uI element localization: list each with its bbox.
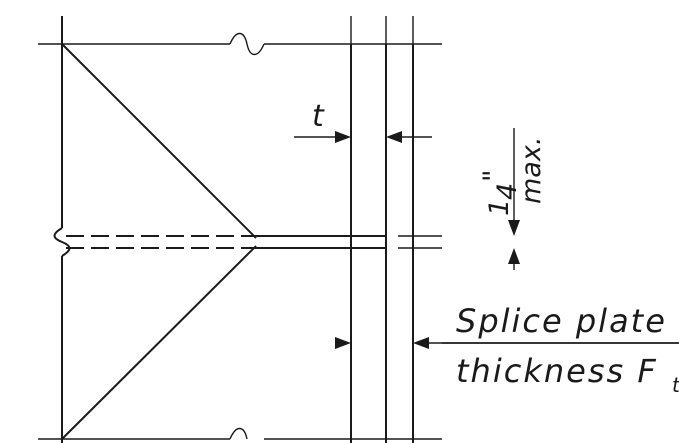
bevel-lines bbox=[61, 43, 257, 440]
gap-numerator-label: 1 bbox=[484, 199, 515, 216]
splice-plate bbox=[350, 16, 414, 443]
note-line-1: Splice plate bbox=[456, 302, 667, 340]
thickness-symbol-label: t bbox=[312, 99, 325, 134]
gap-denominator-label: 4 bbox=[492, 183, 523, 200]
note-subscript: t bbox=[672, 373, 679, 397]
splice-plate-note: Splice plate thickness F t bbox=[456, 302, 679, 397]
note-line-2: thickness F bbox=[456, 352, 658, 390]
bottom-boundary bbox=[38, 427, 442, 440]
hidden-root-lines bbox=[66, 235, 252, 249]
gap-inch-mark-label: " bbox=[478, 170, 509, 182]
plate-thickness-dimension bbox=[335, 337, 679, 349]
thickness-dimension: t bbox=[294, 99, 432, 143]
top-boundary bbox=[38, 32, 442, 56]
left-member-edge bbox=[53, 16, 71, 443]
gap-dimension: 1 4 " max. bbox=[478, 128, 547, 270]
gap-lines bbox=[252, 235, 442, 249]
gap-qualifier-label: max. bbox=[516, 137, 547, 204]
